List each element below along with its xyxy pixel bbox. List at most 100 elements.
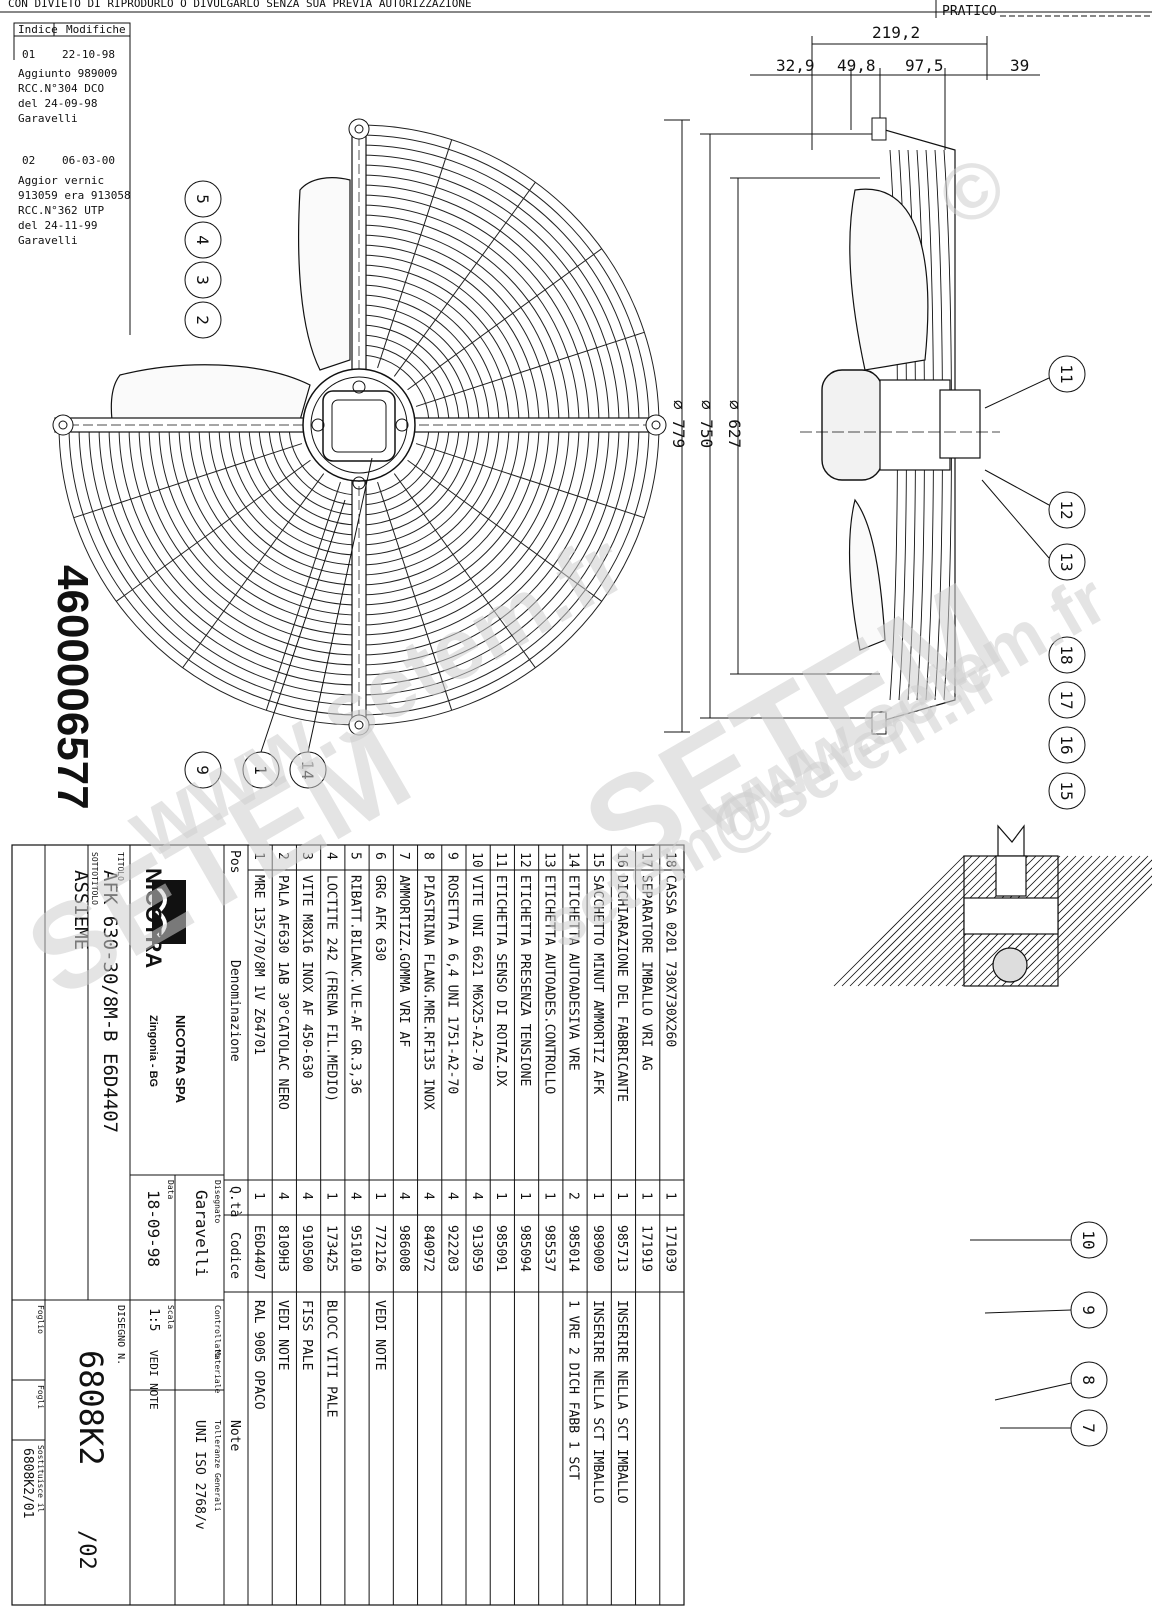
balloon-label: 13 bbox=[1057, 552, 1076, 571]
part-number: 4600006577 bbox=[48, 565, 97, 810]
section-hatch-line bbox=[873, 855, 1005, 987]
diameter-dimensions bbox=[664, 119, 880, 733]
revision-2-line: RCC.N°362 UTP bbox=[18, 204, 104, 217]
balloon-label: 1 bbox=[251, 765, 270, 775]
disegno-label: DISEGNO N. bbox=[115, 1305, 126, 1365]
bom-qty: 4 bbox=[420, 1192, 435, 1200]
section-hatch-line bbox=[833, 855, 965, 987]
guard-ring bbox=[248, 314, 470, 536]
bom-code: 173425 bbox=[323, 1225, 338, 1272]
bom-qty: 1 bbox=[590, 1192, 605, 1200]
balloon-label: 8 bbox=[1079, 1375, 1098, 1385]
balloon: 13 bbox=[981, 479, 1086, 581]
bom-note: INSERIRE NELLA SCT IMBALLO bbox=[614, 1300, 629, 1504]
pratico-field: PRATICO bbox=[935, 0, 1150, 19]
bom-pos: 4 bbox=[323, 852, 338, 860]
titolo-value: AFK 630-30/8M-B E6D4407 bbox=[99, 870, 121, 1133]
guard-spoke bbox=[73, 443, 303, 519]
guard-ring bbox=[288, 354, 430, 496]
bom-code: E6D4407 bbox=[251, 1225, 266, 1280]
balloon-label: 16 bbox=[1057, 735, 1076, 754]
bom-qty: 1 bbox=[638, 1192, 653, 1200]
revision-table: Indice Modifiche 01 22-10-98 Aggiunto 98… bbox=[13, 22, 131, 335]
bom-pos: 14 bbox=[566, 852, 581, 868]
balloon: 12 bbox=[984, 469, 1086, 529]
foglio-label: Foglio bbox=[36, 1305, 45, 1334]
controllato-label: Controllato bbox=[213, 1305, 222, 1358]
data-value: 18-09-98 bbox=[144, 1190, 163, 1267]
scala-value: 1:5 bbox=[146, 1308, 161, 1331]
section-hatch-line bbox=[849, 855, 981, 987]
bom-pos: 15 bbox=[590, 852, 605, 868]
bom-pos: 2 bbox=[275, 852, 290, 860]
dimension-d3: 97,5 bbox=[905, 56, 944, 75]
disegno-value: 6808K2 bbox=[72, 1350, 110, 1466]
title-block: Pos Denominazione Q.tà Codice Note 18CAS… bbox=[11, 844, 685, 1606]
bom-qty: 4 bbox=[469, 1192, 484, 1200]
section-hatch-line bbox=[841, 855, 973, 987]
balloon: 18 bbox=[1048, 636, 1086, 674]
bom-name: PALA AF630 1AB 30°CATOLAC NERO bbox=[275, 875, 290, 1110]
fogli-label: Fogli bbox=[36, 1385, 45, 1409]
bom-code: 985091 bbox=[493, 1225, 508, 1272]
bom-pos: 13 bbox=[541, 852, 556, 868]
scala-label: Scala bbox=[166, 1305, 175, 1329]
balloon-label: 5 bbox=[193, 194, 212, 204]
bom-code: 772126 bbox=[372, 1225, 387, 1272]
guard-ring bbox=[158, 224, 560, 626]
bom-qty: 1 bbox=[323, 1192, 338, 1200]
guard-ring bbox=[88, 154, 630, 696]
section-hatch-line bbox=[1033, 867, 1152, 987]
bom-pos: 1 bbox=[251, 852, 266, 860]
bom-note: RAL 9005 OPACO bbox=[251, 1300, 266, 1410]
bom-pos: 12 bbox=[517, 852, 532, 868]
guard-ring bbox=[278, 344, 440, 506]
revision-1-line: Aggiunto 989009 bbox=[18, 67, 117, 80]
company-logo-text: NICOTRA bbox=[141, 868, 166, 968]
revisione-value: /02 bbox=[74, 1530, 99, 1570]
bom-code: 171919 bbox=[638, 1225, 653, 1272]
bom-pos: 16 bbox=[614, 852, 629, 868]
tolleranze-label: Tolleranze Generali bbox=[213, 1420, 222, 1512]
bom-qty: 1 bbox=[251, 1192, 266, 1200]
balloon: 16 bbox=[1048, 726, 1086, 764]
section-hatch-line bbox=[1017, 855, 1149, 987]
revision-2-line: Aggior vernic bbox=[18, 174, 104, 187]
watermark-brand: SETEM bbox=[561, 554, 1022, 904]
fan-side-view bbox=[800, 117, 1000, 735]
bom-pos: 6 bbox=[372, 852, 387, 860]
balloon-label: 9 bbox=[193, 765, 212, 775]
bom-col-codice: Codice bbox=[227, 1232, 242, 1279]
bom-name: DICHIARAZIONE DEL FABBRICANTE bbox=[614, 875, 629, 1102]
disegnato-value: Garavelli bbox=[192, 1190, 211, 1277]
balloon-label: 7 bbox=[1079, 1423, 1098, 1433]
bom-qty: 4 bbox=[275, 1192, 290, 1200]
balloon: 10 bbox=[970, 1221, 1108, 1259]
watermark-url: www.setem.fr bbox=[111, 515, 641, 877]
guard-ring bbox=[198, 264, 520, 586]
guard-ring bbox=[168, 234, 550, 616]
bom-pos: 17 bbox=[638, 852, 653, 868]
guard-spoke bbox=[407, 248, 602, 391]
disegnato-label: Disegnato bbox=[213, 1180, 222, 1224]
guard-spoke bbox=[393, 473, 536, 668]
sostituisce-label: Sostituisce il bbox=[36, 1445, 45, 1513]
sottotitolo-value: ASSIEME bbox=[70, 870, 92, 950]
guard-ring bbox=[98, 164, 620, 686]
bom-qty: 1 bbox=[541, 1192, 556, 1200]
guard-spoke bbox=[377, 139, 453, 369]
balloon: 9 bbox=[184, 751, 222, 789]
balloons-side: 11 12 13 18 17 16 15 bbox=[981, 355, 1086, 810]
bom-name: RIBATT.BILANC.VLE-AF GR.3,36 bbox=[348, 875, 363, 1094]
guard-ring bbox=[148, 214, 570, 636]
bom-code: 989009 bbox=[590, 1225, 605, 1272]
section-hatch-line bbox=[857, 855, 989, 987]
header-notice: CON DIVIETO DI RIPRODURLO O DIVULGARLO S… bbox=[8, 0, 472, 10]
balloons-front: 5 4 3 2 9 1 14 bbox=[184, 180, 373, 789]
bom-pos: 5 bbox=[348, 852, 363, 860]
bom-name: CASSA 0201 730X730X260 bbox=[663, 875, 678, 1047]
